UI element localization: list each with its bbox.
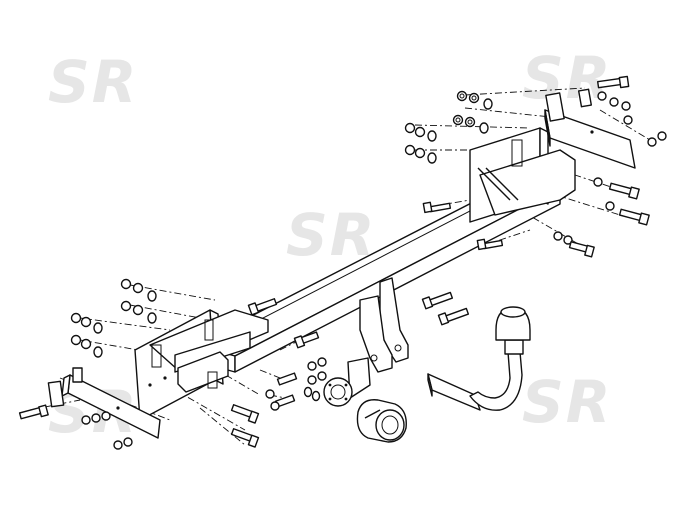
washer-icon: [483, 98, 493, 110]
hex-nut-icon: [563, 235, 573, 245]
hex-nut-icon: [120, 278, 132, 290]
hex-nut-icon: [132, 282, 144, 294]
hex-nut-icon: [265, 389, 275, 399]
washer-icon: [93, 346, 103, 358]
hex-nut-icon: [317, 371, 327, 381]
bolts-nuts-left-lower: [18, 389, 280, 450]
washer-icon: [303, 386, 313, 398]
hex-nut-icon: [593, 177, 603, 187]
hex-nut-icon: [414, 126, 426, 138]
hex-nut-icon: [91, 413, 101, 423]
hex-nut-icon: [80, 338, 92, 350]
washer-icon: [147, 290, 157, 302]
hex-nut-icon: [553, 231, 563, 241]
hex-nut-icon: [605, 201, 615, 211]
hex-nut-icon: [456, 90, 468, 102]
bolt-icon: [18, 404, 49, 420]
electrical-socket-plate: [323, 357, 371, 407]
hex-nut-icon: [647, 137, 657, 147]
hex-nut-icon: [101, 411, 111, 421]
hex-nut-icon: [307, 361, 317, 371]
right-side-bracket: [469, 127, 576, 223]
bolts-nuts-left-upper: [70, 278, 278, 358]
bolts-nuts-right-upper: [404, 75, 667, 164]
bolt-icon: [608, 182, 640, 200]
hex-nut-icon: [123, 437, 133, 447]
bolt-icon: [596, 75, 630, 89]
hex-nut-icon: [609, 97, 619, 107]
hex-nut-icon: [468, 92, 480, 104]
washer-icon: [147, 312, 157, 324]
washer-icon: [427, 152, 437, 164]
bolt-icon: [230, 404, 260, 424]
hex-nut-icon: [464, 116, 476, 128]
hex-nut-icon: [81, 415, 91, 425]
left-side-bracket: [134, 309, 269, 421]
bolt-icon: [293, 331, 320, 349]
bolts-nuts-center: [274, 291, 470, 408]
bolt-icon: [230, 428, 260, 448]
washer-icon: [479, 122, 489, 134]
hex-nut-icon: [597, 91, 607, 101]
watermark-logo-top-right: SR: [522, 44, 612, 112]
bolt-icon: [437, 307, 470, 326]
bolt-icon: [247, 298, 278, 316]
bolts-nuts-right-lower: [422, 177, 650, 258]
hex-nut-icon: [452, 114, 464, 126]
watermark-logo-bottom-right: SR: [522, 368, 612, 436]
watermark-logo-center: SR: [286, 201, 376, 269]
hex-nut-icon: [404, 122, 416, 134]
bolt-icon: [422, 201, 452, 214]
watermark-logo-top-left: SR: [48, 48, 138, 116]
hex-nut-icon: [120, 300, 132, 312]
hex-nut-icon: [621, 101, 631, 111]
washer-icon: [311, 390, 321, 402]
tow-ball-neck: [427, 306, 531, 411]
bolt-icon: [421, 291, 454, 310]
bolt-icon: [568, 241, 595, 258]
left-mounting-plate: [47, 367, 161, 439]
hex-nut-icon: [80, 316, 92, 328]
hex-nut-icon: [307, 375, 317, 385]
bolt-icon: [276, 372, 298, 386]
hex-nut-icon: [657, 131, 667, 141]
hex-nut-icon: [70, 312, 82, 324]
hex-nut-icon: [404, 144, 416, 156]
washer-icon: [427, 130, 437, 142]
electrical-socket: [356, 399, 407, 443]
hex-nut-icon: [623, 115, 633, 125]
hex-nut-icon: [132, 304, 144, 316]
hex-nut-icon: [414, 147, 426, 159]
washer-icon: [93, 322, 103, 334]
center-hanger-bracket: [359, 277, 409, 373]
hex-nut-icon: [70, 334, 82, 346]
bolt-icon: [476, 238, 504, 251]
hex-nut-icon: [113, 440, 123, 450]
hex-nut-icon: [317, 357, 327, 367]
right-mounting-plate: [544, 88, 636, 169]
hex-nut-icon: [270, 401, 280, 411]
bolt-icon: [618, 208, 650, 226]
